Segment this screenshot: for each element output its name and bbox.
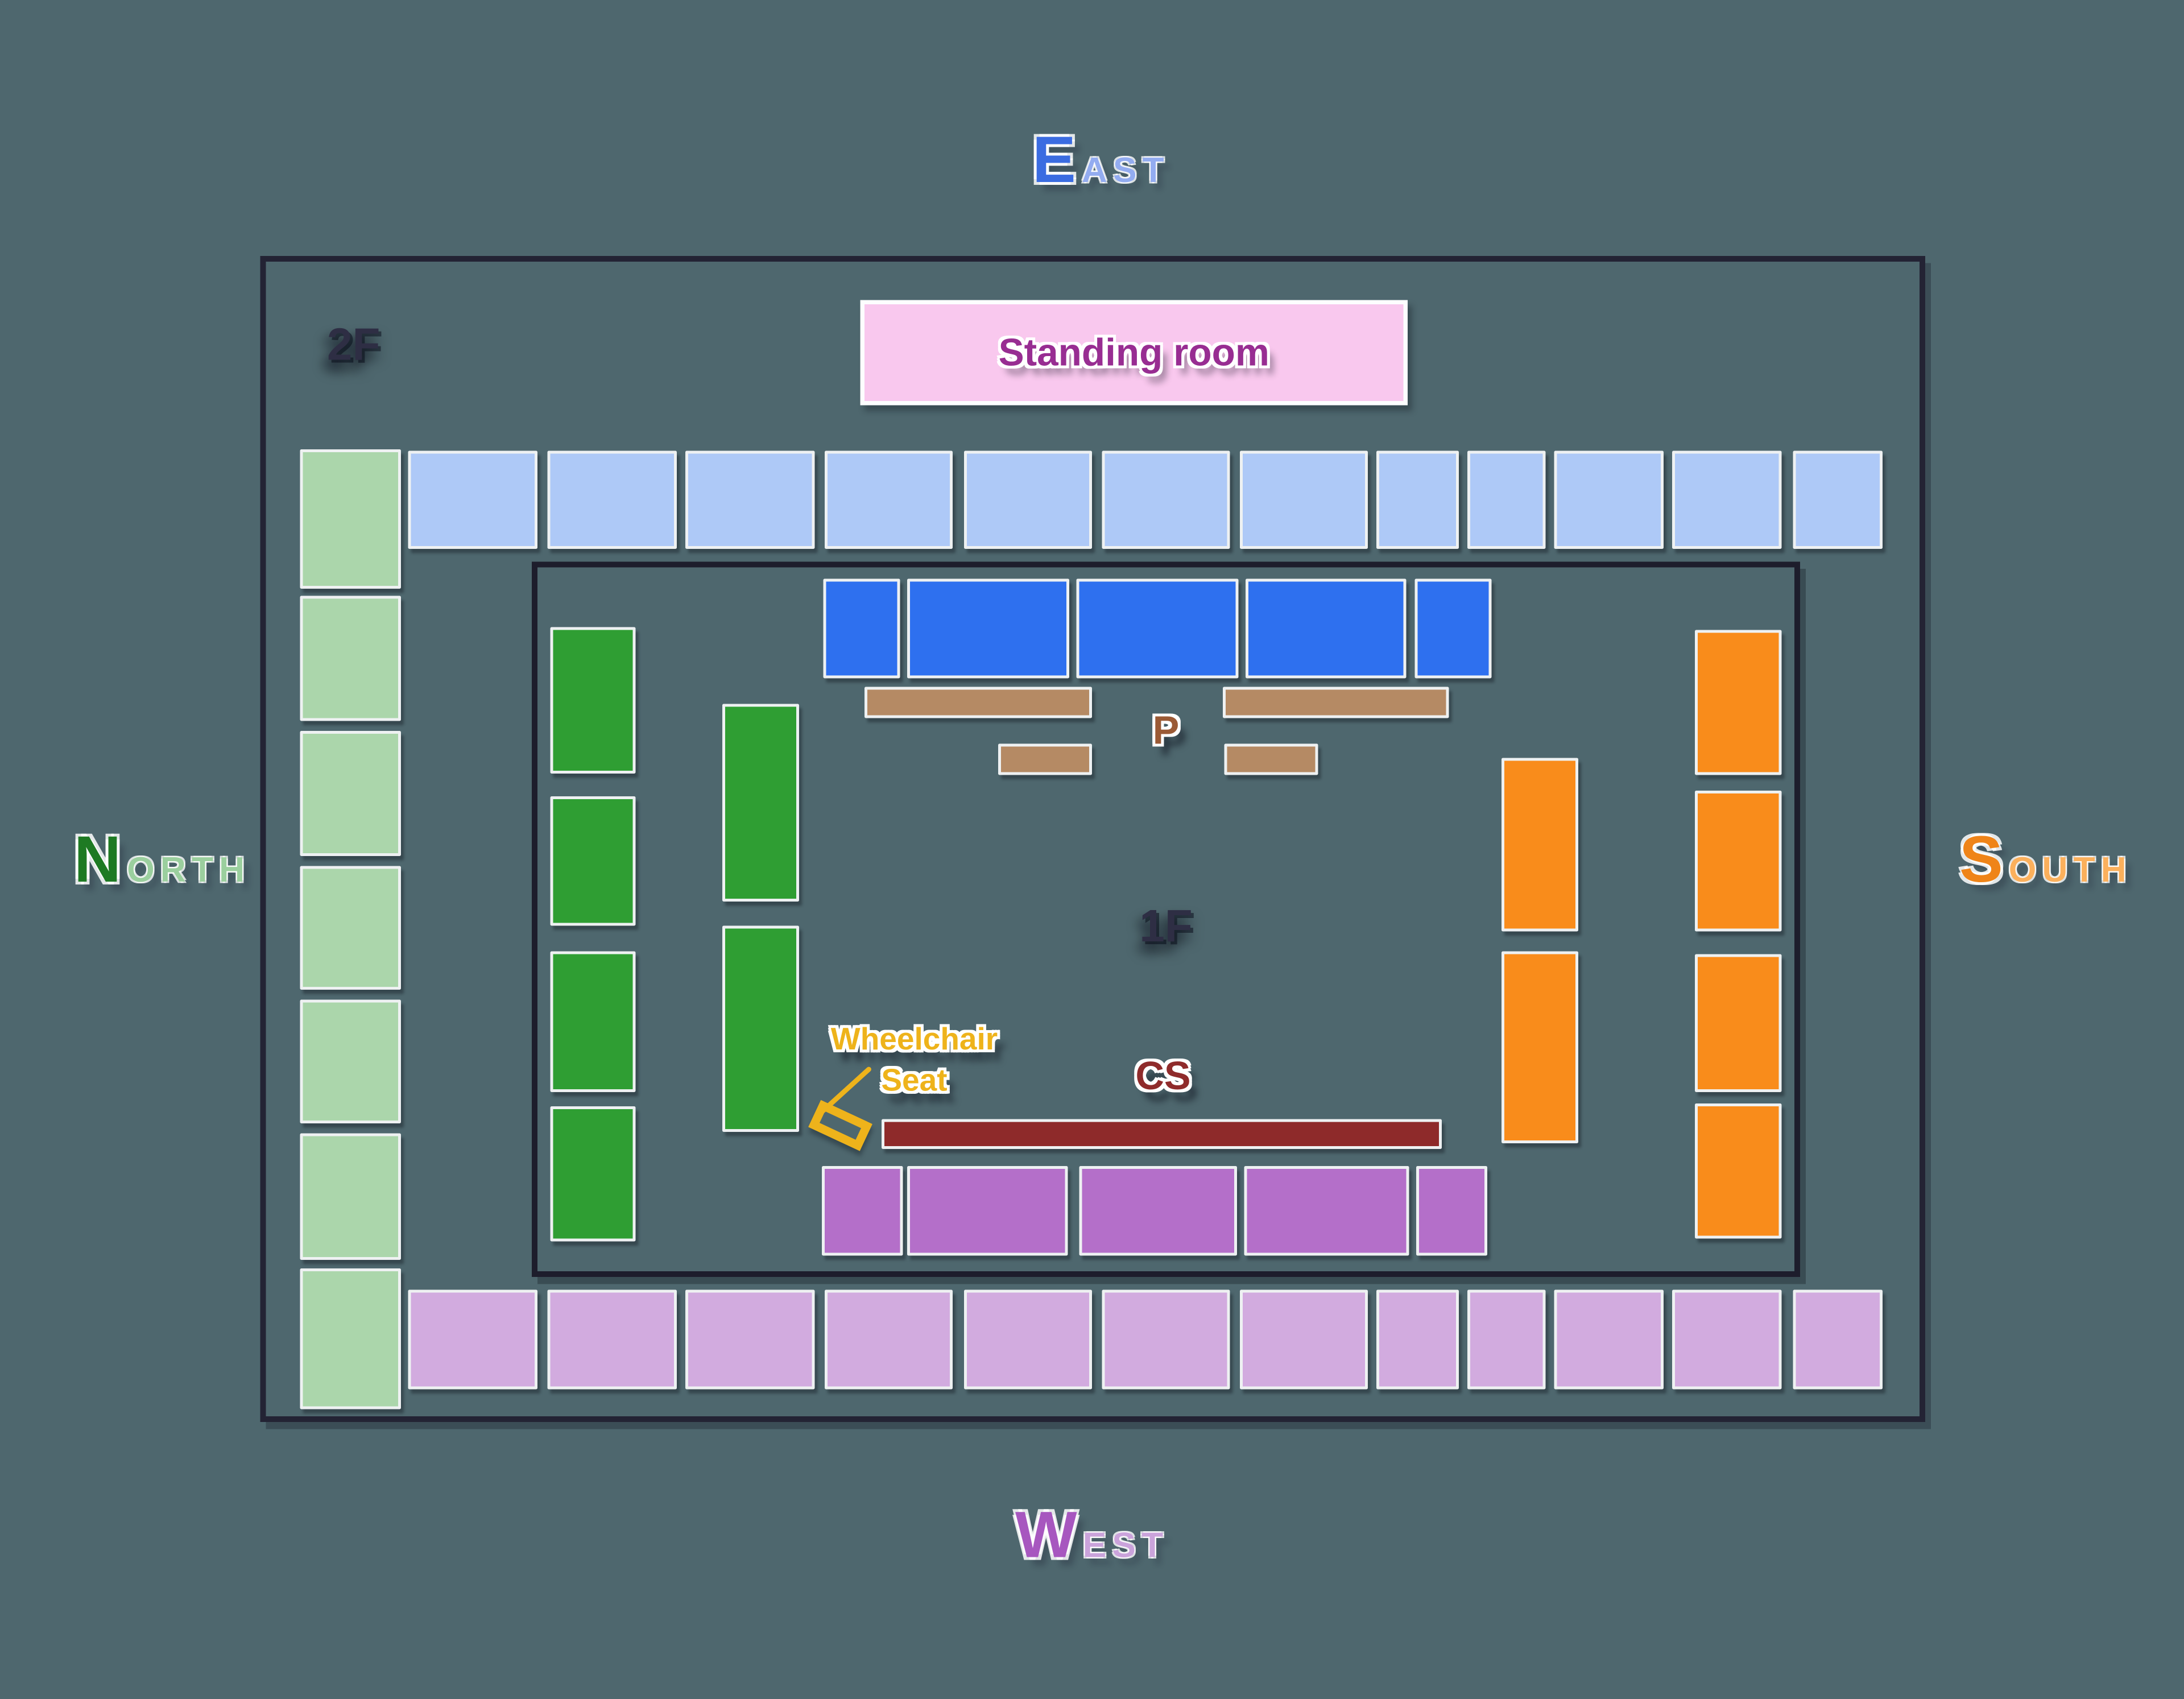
seat-block-north-1f-outer-column[interactable] — [550, 627, 636, 774]
seat-block-west-2f-row[interactable] — [1467, 1289, 1546, 1390]
compass-south-rest: OUTH — [2008, 850, 2132, 890]
seat-block-west-2f-row[interactable] — [964, 1289, 1092, 1390]
seat-block-west-2f-row[interactable] — [1240, 1289, 1368, 1390]
standing-room-area[interactable]: Standing room — [860, 300, 1408, 406]
seat-block-north-1f-inner-column[interactable] — [722, 704, 799, 902]
seat-block-east-2f-row[interactable] — [825, 450, 953, 549]
seat-block-east-2f-row[interactable] — [685, 450, 815, 549]
seat-block-east-2f-row[interactable] — [1554, 450, 1664, 549]
seat-block-west-2f-row[interactable] — [1672, 1289, 1782, 1390]
floor-label-1f: 1F — [1139, 900, 1193, 952]
seat-block-west-1f-row[interactable] — [1079, 1166, 1237, 1256]
seat-block-east-1f-row[interactable] — [907, 578, 1069, 679]
seat-block-north-2f-column[interactable] — [300, 449, 401, 589]
seat-block-east-2f-row[interactable] — [1102, 450, 1230, 549]
seat-block-north-2f-column[interactable] — [300, 731, 401, 856]
seat-block-west-1f-row[interactable] — [1416, 1166, 1487, 1256]
seat-block-west-2f-row[interactable] — [408, 1289, 537, 1390]
seat-block-north-2f-column[interactable] — [300, 1133, 401, 1260]
compass-south-initial: S — [1959, 822, 2003, 896]
seat-block-south-1f-outer-column[interactable] — [1695, 1103, 1782, 1239]
seat-block-north-2f-column[interactable] — [300, 596, 401, 721]
seat-block-west-1f-row[interactable] — [1244, 1166, 1409, 1256]
seat-block-p-section[interactable] — [1223, 687, 1449, 718]
seat-block-north-1f-outer-column[interactable] — [550, 796, 636, 926]
seat-block-east-2f-row[interactable] — [547, 450, 677, 549]
seat-block-west-2f-row[interactable] — [547, 1289, 677, 1390]
venue-outline-1f — [532, 561, 1800, 1277]
seat-block-west-2f-row[interactable] — [1793, 1289, 1883, 1390]
seat-block-east-1f-row[interactable] — [1246, 578, 1407, 679]
seat-block-east-1f-row[interactable] — [823, 578, 900, 679]
seat-block-north-2f-column[interactable] — [300, 866, 401, 990]
seat-block-west-2f-row[interactable] — [685, 1289, 815, 1390]
seat-block-north-2f-column[interactable] — [300, 1268, 401, 1409]
floor-label-2f: 2F — [327, 319, 380, 370]
seat-block-east-2f-row[interactable] — [964, 450, 1092, 549]
compass-north-rest: ORTH — [127, 850, 251, 890]
seat-block-east-2f-row[interactable] — [1467, 450, 1546, 549]
cs-section-label: CS — [1135, 1053, 1191, 1098]
venue-outline-2f — [260, 256, 1925, 1422]
seat-block-west-1f-row[interactable] — [907, 1166, 1068, 1256]
seat-block-north-1f-outer-column[interactable] — [550, 951, 636, 1092]
seat-block-north-2f-column[interactable] — [300, 999, 401, 1123]
seat-block-east-1f-row[interactable] — [1414, 578, 1492, 679]
seat-block-north-1f-outer-column[interactable] — [550, 1106, 636, 1242]
seat-block-west-2f-row[interactable] — [1376, 1289, 1459, 1390]
seat-block-south-1f-outer-column[interactable] — [1695, 630, 1782, 775]
seat-block-south-1f-outer-column[interactable] — [1695, 791, 1782, 932]
standing-room-label: Standing room — [998, 330, 1269, 374]
seat-block-east-2f-row[interactable] — [1240, 450, 1368, 549]
seat-block-p-section[interactable] — [998, 743, 1092, 775]
seat-block-east-2f-row[interactable] — [1672, 450, 1782, 549]
compass-east-rest: AST — [1081, 151, 1170, 191]
seat-block-east-2f-row[interactable] — [1793, 450, 1883, 549]
seat-block-west-1f-row[interactable] — [822, 1166, 903, 1256]
seat-block-cs-bar[interactable] — [882, 1119, 1442, 1149]
wheelchair-seat-label-line2: Seat — [881, 1062, 948, 1098]
seat-block-east-2f-row[interactable] — [408, 450, 537, 549]
seat-block-north-1f-inner-column[interactable] — [722, 925, 799, 1132]
seat-block-p-section[interactable] — [864, 687, 1092, 718]
compass-east-initial: E — [1032, 122, 1076, 196]
compass-north-initial: N — [74, 822, 122, 896]
seat-block-west-2f-row[interactable] — [825, 1289, 953, 1390]
compass-west-rest: EST — [1082, 1526, 1169, 1566]
compass-west-initial: W — [1015, 1497, 1077, 1572]
seat-block-east-1f-row[interactable] — [1076, 578, 1239, 679]
seat-block-south-1f-outer-column[interactable] — [1695, 954, 1782, 1092]
seat-block-west-2f-row[interactable] — [1554, 1289, 1664, 1390]
seat-block-south-1f-inner-column[interactable] — [1502, 758, 1578, 932]
wheelchair-seat-label: Wheelchair Seat — [831, 1018, 998, 1101]
seat-block-p-section[interactable] — [1224, 743, 1318, 775]
seat-block-west-2f-row[interactable] — [1102, 1289, 1230, 1390]
wheelchair-seat-label-line1: Wheelchair — [830, 1021, 998, 1057]
p-section-label: P — [1152, 708, 1180, 753]
seat-block-east-2f-row[interactable] — [1376, 450, 1459, 549]
seat-block-south-1f-inner-column[interactable] — [1502, 951, 1578, 1143]
